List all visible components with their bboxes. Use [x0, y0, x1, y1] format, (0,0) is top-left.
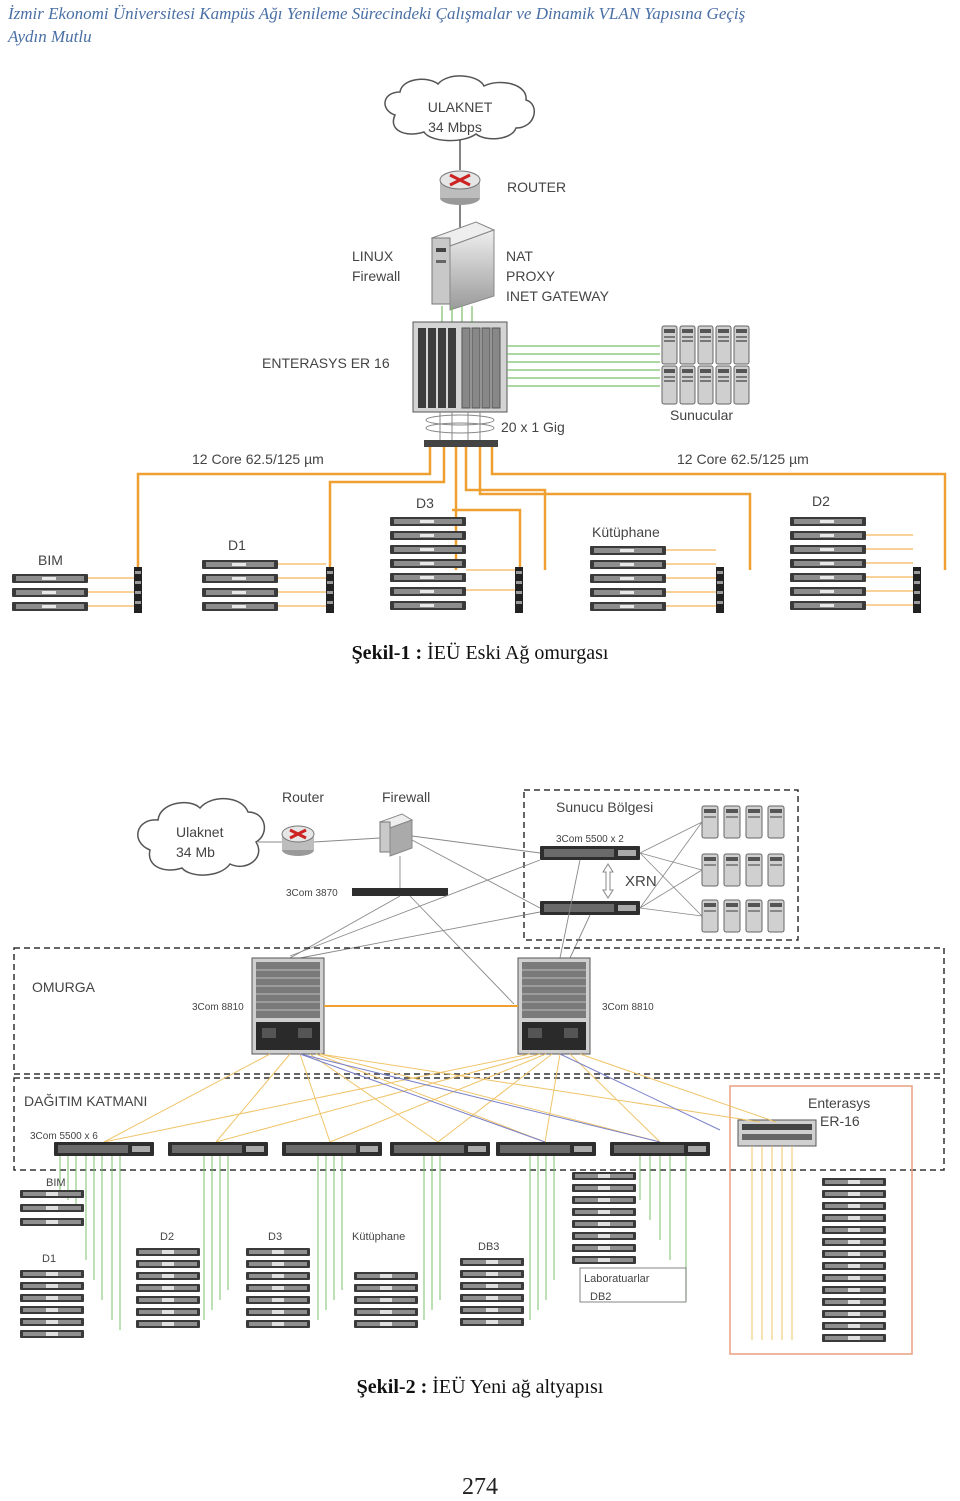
- rack-d3: [246, 1248, 310, 1328]
- enterasys-chassis-icon: [737, 1119, 817, 1147]
- site-bim: BIM: [12, 552, 134, 611]
- rack-d2: [136, 1248, 200, 1328]
- firewall2-icon: [378, 813, 414, 857]
- cloud-label-1: ULAKNET: [428, 99, 493, 115]
- fiber-links: [136, 447, 947, 570]
- site2-label-d2: D2: [160, 1231, 174, 1243]
- firewall2-label: Firewall: [382, 789, 430, 805]
- proxy-label: PROXY: [506, 268, 556, 284]
- site2-label-db3: DB3: [478, 1241, 499, 1253]
- xrn-label: XRN: [625, 873, 657, 890]
- running-header-title: İzmir Ekonomi Üniversitesi Kampüs Ağı Ye…: [8, 4, 746, 23]
- rack-d1: [20, 1270, 84, 1338]
- gateway-label: INET GATEWAY: [506, 288, 610, 304]
- core-label: ENTERASYS ER 16: [262, 355, 390, 371]
- site2-label-db2: DB2: [590, 1291, 611, 1303]
- site2-label-d1: D1: [42, 1253, 56, 1265]
- server-switch-label: 3Com 5500 x 2: [556, 834, 624, 845]
- rack-bim: [20, 1190, 84, 1226]
- dist-switch-label: 3Com 5500 x 6: [30, 1131, 98, 1142]
- figure-2-caption-text: İEÜ Yeni ağ altyapısı: [427, 1376, 604, 1398]
- backbone-label: OMURGA: [32, 979, 96, 995]
- backbone-box: [13, 947, 945, 1075]
- site-d2: D2: [790, 493, 913, 610]
- servers-label: Sunucular: [670, 407, 733, 423]
- server-zone-towers: [701, 805, 785, 933]
- core-right-label: 3Com 8810: [602, 1002, 654, 1013]
- site-label-d1: D1: [228, 537, 246, 553]
- distribution-switches: [54, 1142, 710, 1156]
- switch3870-label: 3Com 3870: [286, 888, 338, 899]
- nat-label: NAT: [506, 248, 533, 264]
- cloud-label-2: 34 Mbps: [428, 119, 482, 135]
- cloud2-label-1: Ulaknet: [176, 824, 224, 840]
- rack-enterasys-side: [822, 1178, 886, 1342]
- figure-1-caption: Şekil-1 : İEÜ Eski Ağ omurgası: [0, 642, 960, 665]
- router-icon: [439, 170, 481, 205]
- firewall-label: Firewall: [352, 268, 400, 284]
- rack-kutuphane: [354, 1272, 418, 1328]
- distribution-box: [13, 1077, 945, 1171]
- figure-1-caption-label: Şekil-1 :: [351, 642, 423, 664]
- patch-panel: [424, 440, 498, 447]
- server-zone-box: [523, 789, 799, 941]
- site2-label-d3: D3: [268, 1231, 282, 1243]
- figure-1-old-backbone-diagram: ULAKNET 34 Mbps ROUTER LINUX Firewall NA…: [12, 75, 947, 613]
- ulaknet-cloud-2: Ulaknet 34 Mb: [137, 797, 266, 876]
- site-label-d2: D2: [812, 493, 830, 509]
- enterasys-core-chassis: [412, 321, 508, 413]
- site-kutuphane: Kütüphane: [590, 524, 716, 611]
- site-label-d3: D3: [416, 495, 434, 511]
- gig-label: 20 x 1 Gig: [501, 419, 565, 435]
- router2-icon: [281, 825, 315, 856]
- enterasys-label-2: ER-16: [820, 1113, 860, 1129]
- linux-label: LINUX: [352, 248, 394, 264]
- ulaknet-cloud: ULAKNET 34 Mbps: [384, 75, 536, 142]
- site-label-kutuphane: Kütüphane: [592, 524, 660, 540]
- xrn-arrow: [602, 863, 614, 899]
- switch3870-icon: [352, 888, 448, 896]
- distribution-label: DAĞITIM KATMANI: [24, 1093, 147, 1109]
- figure-2-caption: Şekil-2 : İEÜ Yeni ağ altyapısı: [0, 1376, 960, 1399]
- site-d1: D1: [202, 537, 326, 611]
- firewall-server-icon: [430, 221, 496, 311]
- router2-label: Router: [282, 789, 324, 805]
- site2-label-bim: BIM: [46, 1177, 66, 1189]
- fiber-right-label: 12 Core 62.5/125 µm: [677, 451, 809, 467]
- cloud2-label-2: 34 Mb: [176, 844, 215, 860]
- site2-label-kutuphane: Kütüphane: [352, 1231, 405, 1243]
- router-label: ROUTER: [507, 179, 566, 195]
- figure-2-new-infrastructure-diagram: Sunucu Bölgesi 3Com 5500 x 2 XRN Ulaknet…: [13, 789, 945, 1355]
- figure-2-caption-label: Şekil-2 :: [356, 1376, 428, 1398]
- rack-db2: [572, 1172, 636, 1264]
- site2-label-laboratuarlar: Laboratuarlar: [584, 1273, 650, 1285]
- running-header-author: Aydın Mutlu: [8, 27, 92, 46]
- site-d3: D3: [390, 495, 515, 610]
- enterasys-label-1: Enterasys: [808, 1095, 870, 1111]
- rack-db3: [460, 1258, 524, 1326]
- enterasys-box: [729, 1085, 913, 1355]
- site-label-bim: BIM: [38, 552, 63, 568]
- fiber-left-label: 12 Core 62.5/125 µm: [192, 451, 324, 467]
- core-left-label: 3Com 8810: [192, 1002, 244, 1013]
- page-number: 274: [462, 1474, 498, 1500]
- server-zone-label: Sunucu Bölgesi: [556, 799, 653, 815]
- server-farm: [661, 325, 750, 405]
- figure-1-caption-text: İEÜ Eski Ağ omurgası: [422, 642, 609, 664]
